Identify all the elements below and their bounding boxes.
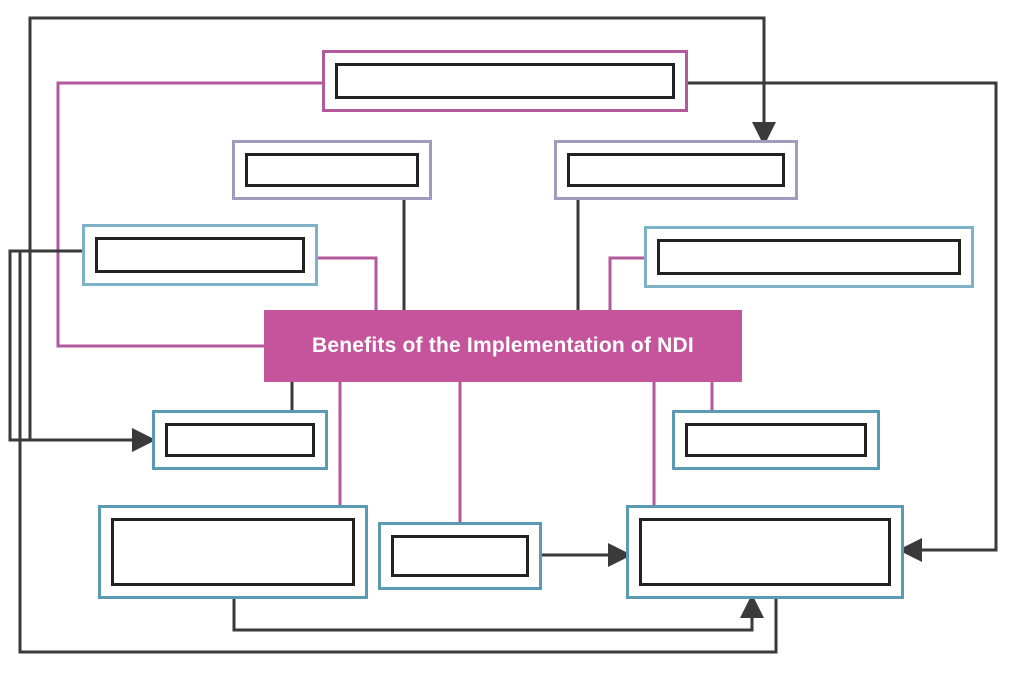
- top-loop-line: [28, 16, 776, 440]
- left-low-node: [152, 410, 328, 470]
- bottom-center-node: [378, 522, 542, 590]
- right-mid-connector: [608, 256, 644, 310]
- left-mid-to-low-line: [8, 249, 156, 452]
- left-mid-node: [82, 224, 318, 286]
- bottom-outer-loop: [18, 251, 778, 654]
- bottom-inner-loop: [232, 594, 764, 632]
- bottom-left-node: [98, 505, 368, 599]
- right-loop-line: [688, 81, 998, 562]
- left-upper-node: [232, 140, 432, 200]
- center-title: Benefits of the Implementation of NDI: [312, 334, 694, 357]
- right-mid-node: [644, 226, 974, 288]
- left-mid-connector: [318, 256, 378, 310]
- top-node: [322, 50, 688, 112]
- bottom-right-node: [626, 505, 904, 599]
- center-node: Benefits of the Implementation of NDI: [264, 310, 742, 382]
- right-upper-node: [554, 140, 798, 200]
- left-pink-loop: [56, 81, 322, 348]
- right-low-node: [672, 410, 880, 470]
